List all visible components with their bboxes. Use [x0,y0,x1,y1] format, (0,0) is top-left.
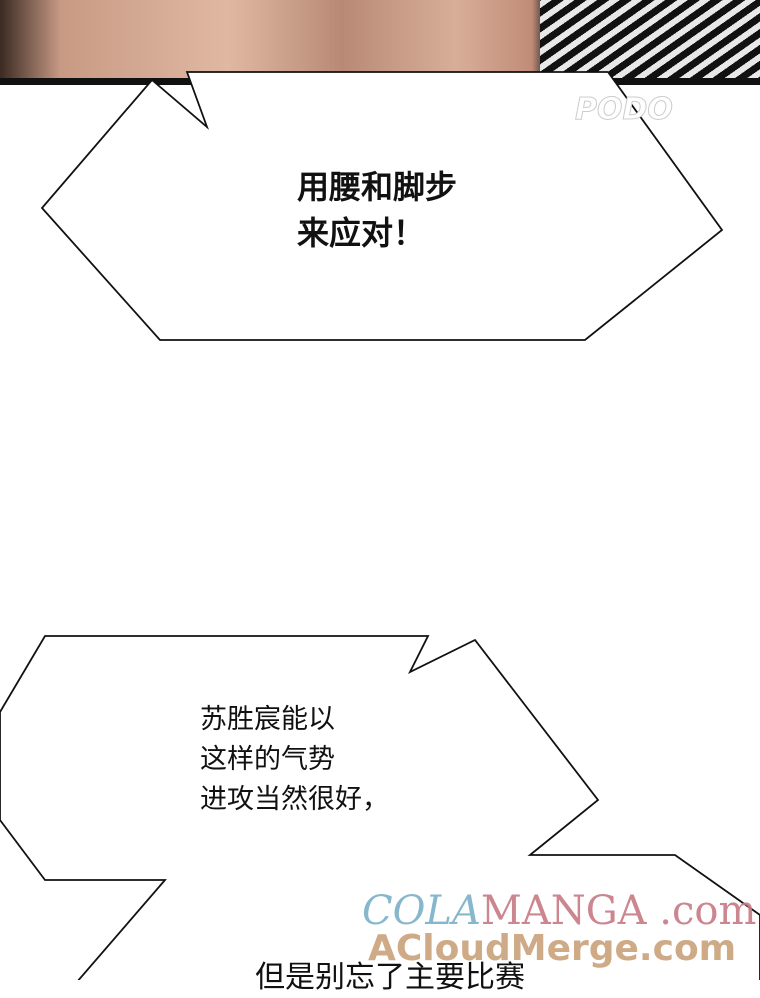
comic-art-panel [0,0,760,85]
speech-bubble-2 [0,635,760,980]
podo-watermark: PODO [575,92,674,128]
acloudmerge-watermark: ACloudMerge.com [368,928,737,969]
colamanga-watermark: COLAMANGA .com [362,888,757,934]
speech-bubble-1 [40,71,724,341]
speed-lines [540,0,760,85]
speech-text-2: 苏胜宸能以 这样的气势 进攻当然很好， [200,704,389,815]
speech-text-1: 用腰和脚步 来应对！ [297,168,458,252]
